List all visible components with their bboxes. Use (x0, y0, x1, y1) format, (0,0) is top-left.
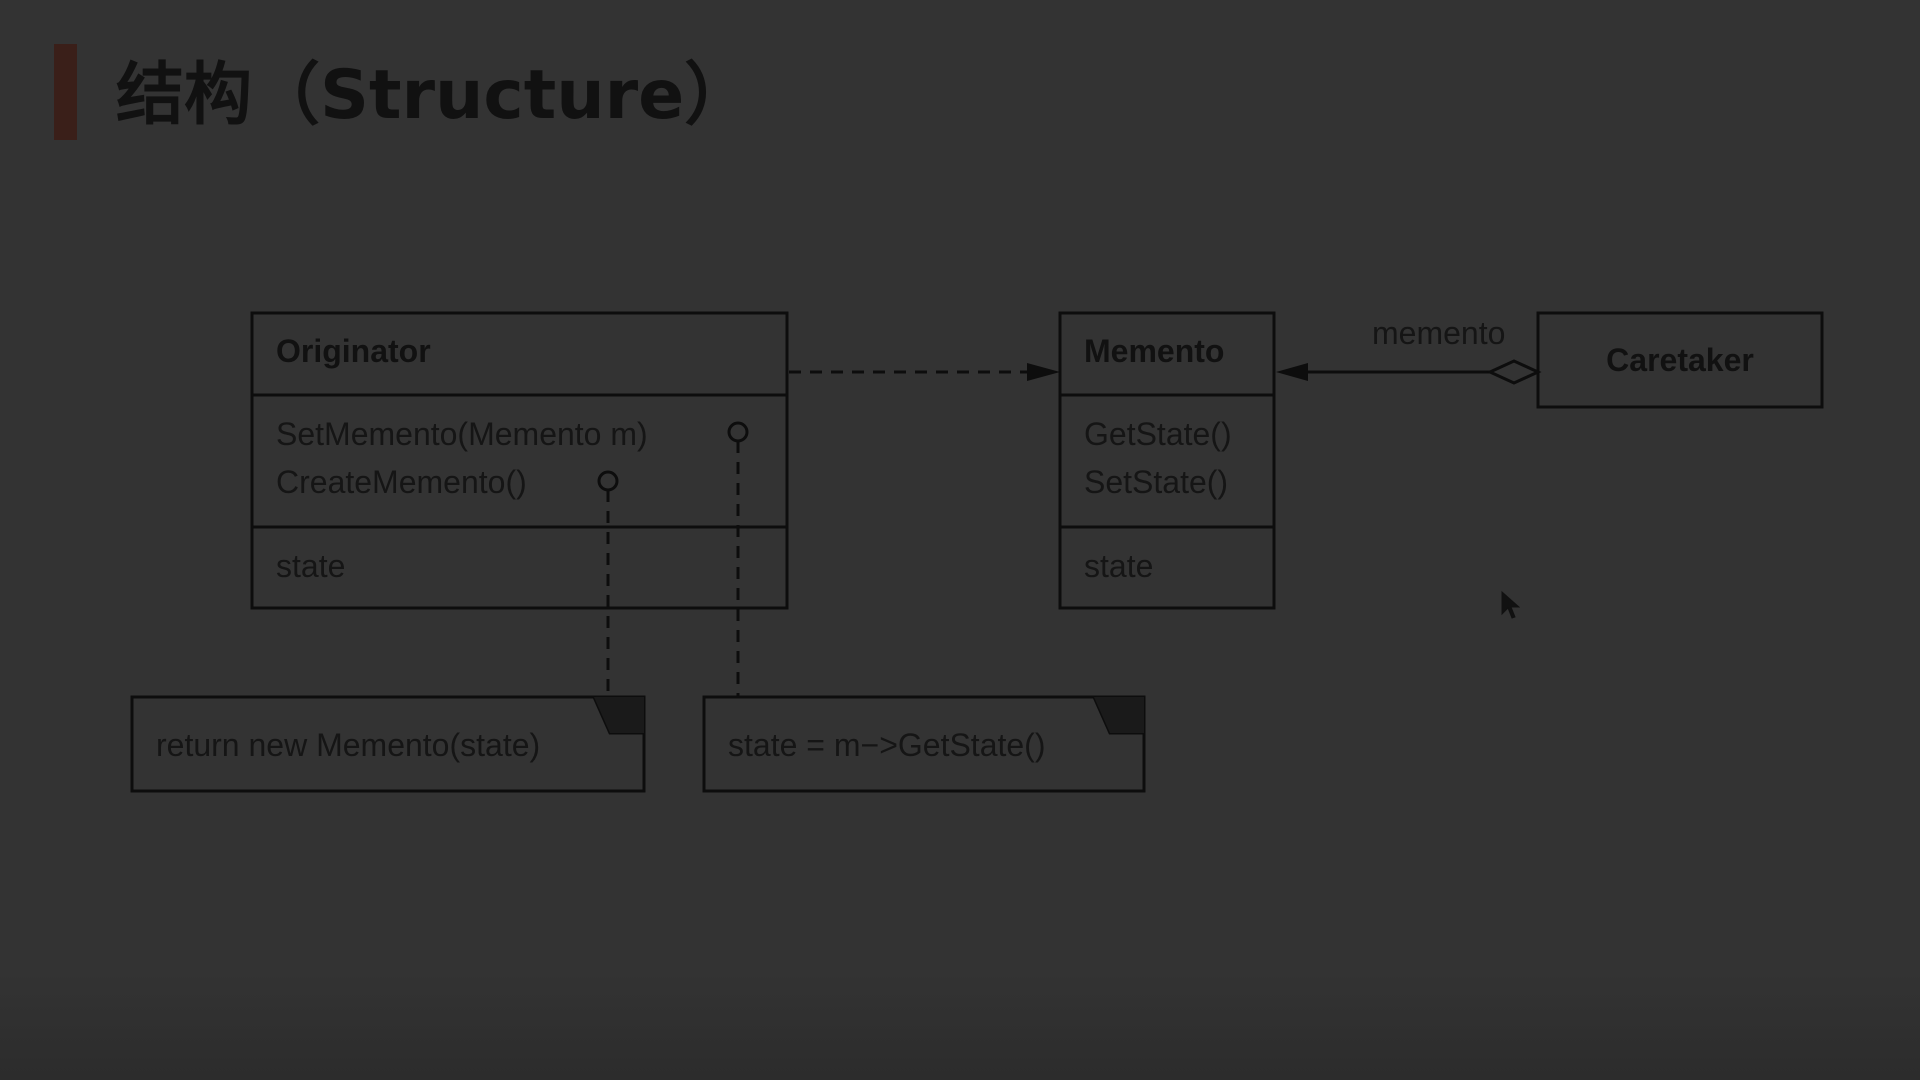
caretaker-name: Caretaker (1606, 342, 1754, 378)
note-box-setmemento (702, 695, 1146, 793)
class-memento: Memento GetState() SetState() state (1058, 311, 1276, 610)
memento-box (1058, 311, 1276, 610)
note-connector-setmemento (727, 421, 749, 697)
note-connector-creatememento (597, 470, 619, 697)
originator-op-creatememento: CreateMemento() (276, 464, 527, 500)
note-setmemento: state = m−>GetState() (702, 695, 1146, 793)
memento-op-setstate: SetState() (1084, 464, 1228, 500)
memento-name: Memento (1084, 333, 1224, 369)
note-creatememento: return new Memento(state) (130, 695, 646, 793)
originator-attr-state: state (276, 548, 345, 584)
slide-title: 结构（Structure） (116, 56, 753, 135)
dependency-arrowhead (1027, 363, 1060, 381)
note-text-setmemento: state = m−>GetState() (728, 727, 1045, 763)
connector-anchor-creatememento (597, 470, 619, 492)
originator-box (250, 311, 789, 610)
class-caretaker: Caretaker (1536, 311, 1824, 409)
note-corner-creatememento (594, 697, 644, 733)
aggregation-caretaker-memento: memento (1276, 315, 1542, 385)
title-accent-bar (54, 44, 77, 140)
caretaker-box (1536, 311, 1824, 409)
originator-op-setmemento: SetMemento(Memento m) (276, 416, 648, 452)
mouse-cursor-icon (1501, 590, 1520, 619)
aggregation-diamond (1486, 359, 1542, 385)
note-box-creatememento (130, 695, 646, 793)
association-label-memento: memento (1372, 315, 1505, 351)
note-text-creatememento: return new Memento(state) (156, 727, 540, 763)
originator-name: Originator (276, 333, 431, 369)
connector-anchor-setmemento (727, 421, 749, 443)
memento-op-getstate: GetState() (1084, 416, 1232, 452)
dependency-originator-memento (789, 363, 1060, 381)
memento-attr-state: state (1084, 548, 1153, 584)
aggregation-arrowhead (1276, 363, 1308, 381)
class-originator: Originator SetMemento(Memento m) CreateM… (250, 311, 789, 610)
note-corner-setmemento (1094, 697, 1144, 733)
